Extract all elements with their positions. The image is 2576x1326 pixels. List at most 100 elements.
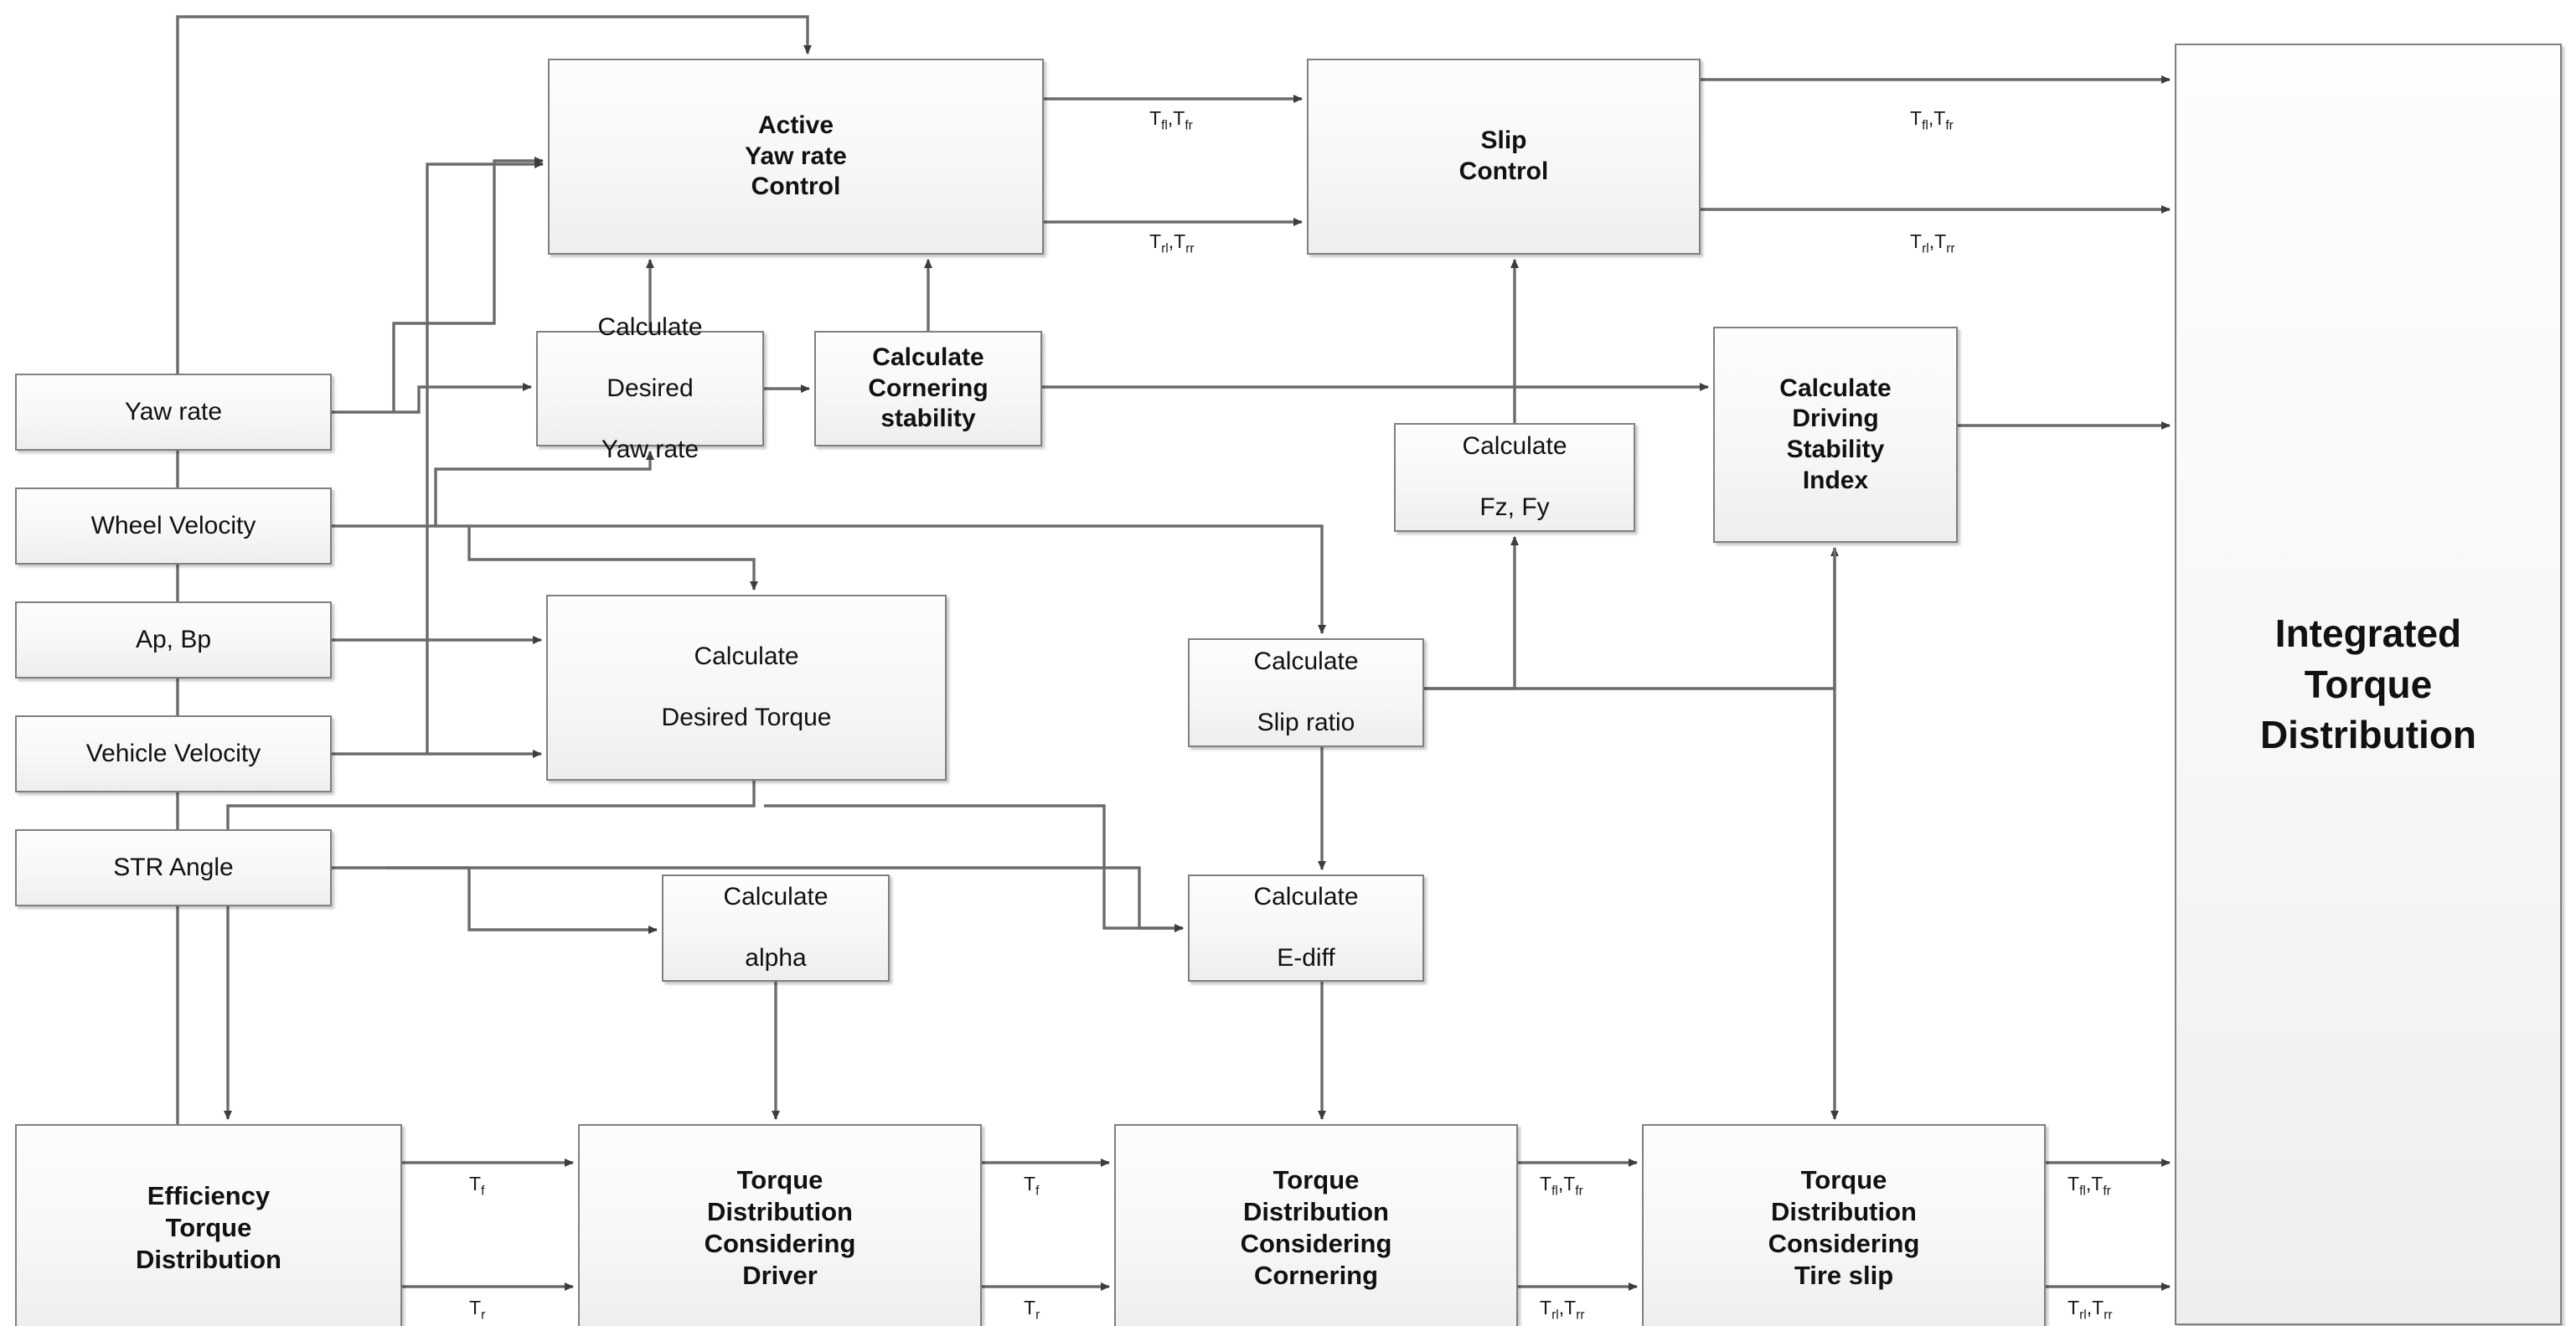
line-torque: Torque <box>165 1213 252 1243</box>
line-stability: stability <box>880 405 976 433</box>
signal-label-ayc-to-slip-rear: Trl,Trr <box>1149 230 1195 256</box>
signal-label-driver-to-cornering-front: Tf <box>1024 1173 1039 1200</box>
line-cornering: Cornering <box>1253 1260 1379 1290</box>
wire-group <box>176 15 2171 1291</box>
line-calculate: Calculate <box>1462 432 1567 461</box>
t-sub2: fr <box>1575 1184 1583 1199</box>
t-sub2: fr <box>1945 118 1954 133</box>
t-base2: T <box>1563 1173 1576 1194</box>
t-base2: T <box>1564 1297 1577 1318</box>
line-cornering: Cornering <box>868 374 989 402</box>
t-sub: rl <box>1161 241 1169 256</box>
block-torque-distribution-considering-driver[interactable]: Torque Distribution Considering Driver <box>578 1124 982 1326</box>
input-block-str-angle[interactable]: STR Angle <box>15 829 332 906</box>
block-calculate-alpha[interactable]: Calculate alpha <box>662 875 890 982</box>
block-calculate-fz-fy[interactable]: Calculate Fz, Fy <box>1394 423 1635 532</box>
line-desired: Desired <box>607 374 694 402</box>
wire-slipratio-to-fzfy <box>1424 536 1519 690</box>
line-calculate: Calculate <box>694 642 799 671</box>
signal-label-tireslip-to-integrated-front: Tfl,Tfr <box>2068 1173 2111 1199</box>
signal-label-eff-to-driver-front: Tf <box>469 1173 484 1200</box>
block-calculate-slip-ratio[interactable]: Calculate Slip ratio <box>1188 638 1424 747</box>
signal-label-cornering-to-tireslip-rear: Trl,Trr <box>1540 1297 1585 1323</box>
block-calculate-cornering-stability[interactable]: Calculate Cornering stability <box>814 331 1042 446</box>
line-active: Active <box>757 111 834 140</box>
signal-label-driver-to-cornering-rear: Tr <box>1024 1297 1040 1323</box>
line-considering: Considering <box>704 1229 856 1258</box>
input-block-yaw-rate[interactable]: Yaw rate <box>15 374 332 451</box>
line-efficiency: Efficiency <box>147 1181 271 1211</box>
t-base2: T <box>1933 107 1946 129</box>
wire-wheelvel-to-desired-yawrate <box>434 451 654 526</box>
block-calculate-e-diff[interactable]: Calculate E-diff <box>1188 875 1424 982</box>
t-sub: rl <box>2079 1308 2087 1323</box>
input-label-vehicle-velocity: Vehicle Velocity <box>85 739 261 767</box>
wire-desired-torque-to-ediff <box>764 804 1184 932</box>
t-base: T <box>1910 230 1923 252</box>
input-block-vehicle-velocity[interactable]: Vehicle Velocity <box>15 715 332 792</box>
t-base: T <box>469 1173 482 1194</box>
block-active-yaw-rate-control[interactable]: Active Yaw rate Control <box>548 59 1044 255</box>
line-control: Control <box>751 173 841 201</box>
t-base: T <box>1149 230 1162 252</box>
line-yaw-rate: Yaw rate <box>601 435 699 463</box>
wire-yawrate-to-desired-yawrate <box>332 383 532 414</box>
t-base2: T <box>1174 230 1186 252</box>
input-block-ap-bp[interactable]: Ap, Bp <box>15 601 332 678</box>
t-sub: r <box>481 1308 486 1323</box>
block-integrated-torque-distribution[interactable]: Integrated Torque Distribution <box>2175 44 2562 1325</box>
t-sub: r <box>1035 1308 1040 1323</box>
t-base2: T <box>2092 1297 2104 1318</box>
t-sub: fl <box>2079 1184 2086 1199</box>
t-sub: rl <box>1551 1308 1559 1323</box>
block-torque-distribution-considering-tire-slip[interactable]: Torque Distribution Considering Tire sli… <box>1642 1124 2046 1326</box>
line-torque: Torque <box>1800 1165 1887 1195</box>
t-base: T <box>1540 1297 1552 1318</box>
block-calculate-desired-yaw-rate[interactable]: Calculate Desired Yaw rate <box>536 313 764 463</box>
line-torque: Torque <box>2304 662 2433 706</box>
line-e-diff: E-diff <box>1277 944 1335 973</box>
wire-desired-torque-to-efficiency <box>224 781 756 1120</box>
line-driving: Driving <box>1792 405 1879 433</box>
input-label-yaw-rate: Yaw rate <box>124 397 223 426</box>
line-calculate: Calculate <box>1779 374 1892 402</box>
line-considering: Considering <box>1240 1229 1392 1258</box>
signal-label-ayc-to-slip-front: Tfl,Tfr <box>1149 107 1193 133</box>
input-label-wheel-velocity: Wheel Velocity <box>90 511 256 539</box>
signal-label-cornering-to-tireslip-front: Tfl,Tfr <box>1540 1173 1583 1199</box>
t-sub: rl <box>1922 241 1929 256</box>
signal-label-slip-out-rear: Trl,Trr <box>1910 230 1955 256</box>
wire-feedback-to-active-yaw <box>176 15 812 1124</box>
t-base2: T <box>1934 230 1947 252</box>
line-yaw-rate: Yaw rate <box>745 142 847 170</box>
t-base: T <box>1149 107 1162 129</box>
line-distribution: Distribution <box>136 1244 281 1274</box>
line-torque: Torque <box>736 1165 823 1195</box>
block-torque-distribution-considering-cornering[interactable]: Torque Distribution Considering Cornerin… <box>1114 1124 1518 1326</box>
signal-label-slip-out-front: Tfl,Tfr <box>1910 107 1954 133</box>
block-efficiency-torque-distribution[interactable]: Efficiency Torque Distribution <box>15 1124 402 1326</box>
wire-vehvel-to-ayc <box>426 160 544 754</box>
wire-slipratio-to-stability-index <box>1424 547 1839 690</box>
block-calculate-driving-stability-index[interactable]: Calculate Driving Stability Index <box>1713 327 1958 543</box>
line-calculate: Calculate <box>1253 648 1359 676</box>
wire-yawrate-to-ayc <box>392 157 544 412</box>
t-sub: f <box>1035 1184 1040 1199</box>
input-block-wheel-velocity[interactable]: Wheel Velocity <box>15 488 332 565</box>
t-base: T <box>1910 107 1923 129</box>
t-base: T <box>2068 1173 2080 1194</box>
t-base: T <box>1024 1297 1036 1318</box>
block-calculate-desired-torque[interactable]: Calculate Desired Torque <box>546 595 947 781</box>
input-label-ap-bp: Ap, Bp <box>135 625 212 653</box>
t-base: T <box>1024 1173 1036 1194</box>
t-base: T <box>469 1297 482 1318</box>
signal-label-tireslip-to-integrated-rear: Trl,Trr <box>2068 1297 2113 1323</box>
line-driver: Driver <box>742 1260 818 1290</box>
line-torque: Torque <box>1273 1165 1360 1195</box>
block-slip-control[interactable]: Slip Control <box>1307 59 1701 255</box>
line-slip: Slip <box>1480 126 1527 155</box>
t-sub2: rr <box>2104 1308 2113 1323</box>
line-distribution: Distribution <box>707 1197 853 1227</box>
line-distribution: Distribution <box>2259 713 2477 757</box>
